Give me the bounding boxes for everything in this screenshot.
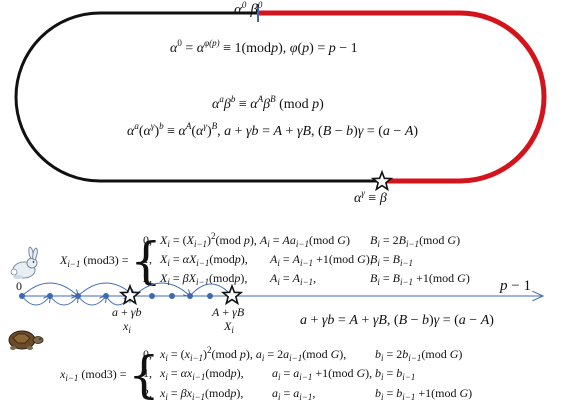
hare-arcs xyxy=(21,282,232,296)
step-dots xyxy=(19,293,213,299)
cycle-track xyxy=(14,4,547,184)
cycle-track-red xyxy=(258,10,547,184)
hare-star-label: A + γB xyxy=(211,305,245,319)
meeting-label: αγ ≡ β xyxy=(354,188,387,206)
hare-rule: Xi−1 (mod3) = { 0,Xi = (Xi−1)2(mod p), A… xyxy=(59,231,470,290)
step-dot xyxy=(207,293,213,299)
step-dot xyxy=(103,293,109,299)
tortoise-arcs xyxy=(21,296,130,306)
collision-equation: αaβb ≡ αAβB (mod p) xyxy=(212,94,324,112)
tortoise-star-label: a + γb xyxy=(112,305,142,319)
hare-rule-brace: { xyxy=(130,232,162,290)
hare-case-1: 1,Xi = αXi−1(modp),Ai = Ai−1 +1(mod G),B… xyxy=(143,252,413,268)
cycle-star-icon xyxy=(370,169,394,192)
number-line: 0 p − 1 a + γb xyxy=(16,278,543,335)
order-equation: α0 = αφ(p) ≡ 1(modp), φ(p) = p − 1 xyxy=(170,38,358,56)
step-dot xyxy=(169,293,175,299)
tortoise-case-1: 1,xi = αxi−1(modp),ai = ai−1 +1(mod G),b… xyxy=(143,366,415,382)
axis-end-label: p − 1 xyxy=(499,278,531,294)
tortoise-rule: xi−1 (mod3) = { 0,xi = (xi−1)2(mod p), a… xyxy=(59,345,472,404)
tortoise-icon xyxy=(8,330,44,350)
hare-star-sub: Xi xyxy=(223,319,234,335)
hare-case-2: 2,Xi = βXi−1(modp),Ai = Ai−1,Bi = Bi−1 +… xyxy=(143,271,470,287)
hare-rule-lhs: Xi−1 (mod3) = xyxy=(59,253,129,269)
tortoise-rule-brace: { xyxy=(128,346,160,404)
step-dot xyxy=(187,293,193,299)
rabbit-icon xyxy=(10,246,38,279)
line-relation: a + γb = A + γB, (B − b)γ = (a − A) xyxy=(300,313,494,328)
collision-equation-expanded: αa(αγ)b ≡ αA(αγ)B, a + γb = A + γB, (B −… xyxy=(127,121,418,139)
tortoise-case-2: 2,xi = βxi−1(modp),ai = ai−1,bi = bi−1 +… xyxy=(143,386,472,402)
tortoise-star-icon xyxy=(118,283,142,306)
tortoise-case-0: 0,xi = (xi−1)2(mod p), ai = 2ai−1(mod G)… xyxy=(143,345,462,363)
hare-case-0: 0,Xi = (Xi−1)2(mod p), Ai = Aai−1(mod G)… xyxy=(143,231,460,249)
axis-start-label: 0 xyxy=(16,279,22,293)
tortoise-star-sub: xi xyxy=(122,319,131,335)
hare-star-icon xyxy=(220,283,244,306)
step-dot xyxy=(149,293,155,299)
cycle-track-black xyxy=(14,11,382,183)
step-dot xyxy=(75,293,81,299)
tortoise-rule-lhs: xi−1 (mod3) = xyxy=(59,367,127,383)
step-dot xyxy=(19,293,25,299)
step-dot xyxy=(47,293,53,299)
